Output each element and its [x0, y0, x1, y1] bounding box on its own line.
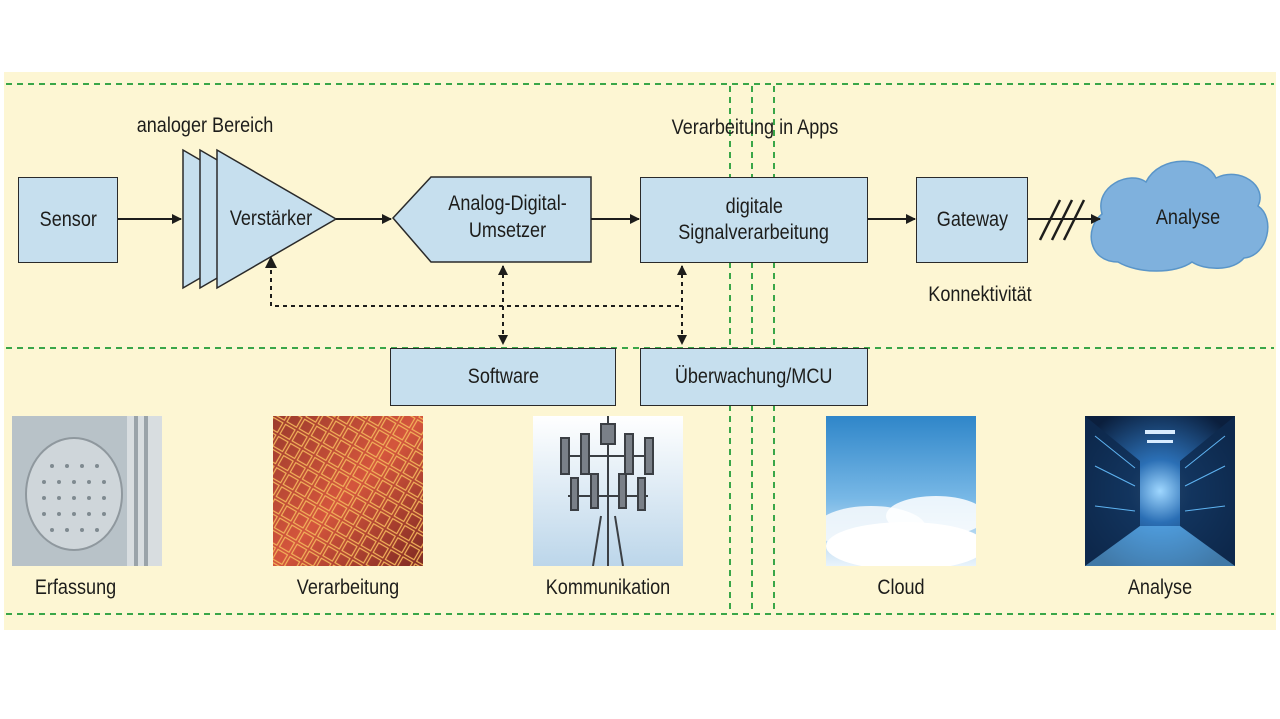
analysis-cloud-shape	[1090, 160, 1269, 272]
connectivity-label: Konnektivität	[928, 283, 1032, 306]
control-connections	[270, 262, 687, 345]
sensor-label: Sensor	[39, 208, 97, 231]
dashed-dividers	[6, 83, 1274, 615]
wireless-link-marks	[1038, 199, 1086, 241]
dsp-label-line1: digitale	[725, 195, 783, 218]
caption-verarbeitung: Verarbeitung	[296, 576, 400, 599]
server-room-icon	[1085, 416, 1235, 566]
dsp-label-line2: Signalverarbeitung	[678, 221, 830, 244]
gateway-block: Gateway	[916, 177, 1028, 263]
caption-erfassung: Erfassung	[34, 576, 117, 599]
cell-tower-photo	[533, 416, 683, 566]
sky-clouds-icon	[826, 416, 976, 566]
analog-area-label: analoger Bereich	[136, 114, 274, 137]
processing-in-apps-label: Verarbeitung in Apps	[671, 116, 839, 139]
caption-cloud: Cloud	[877, 576, 925, 599]
caption-kommunikation: Kommunikation	[545, 576, 671, 599]
caption-analyse: Analyse	[1127, 576, 1193, 599]
sensor-chip-photo	[12, 416, 162, 566]
monitoring-mcu-block: Überwachung/MCU	[640, 348, 868, 406]
adc-label: Analog-Digital- Umsetzer	[420, 190, 595, 244]
sensor-block: Sensor	[18, 177, 118, 263]
sky-clouds-photo	[826, 416, 976, 566]
cell-tower-icon	[533, 416, 683, 566]
dsp-block: digitale Signalverarbeitung	[640, 177, 868, 263]
analysis-cloud-label: Analyse	[1155, 206, 1221, 229]
monitoring-mcu-label: Überwachung/MCU	[675, 365, 833, 388]
software-block: Software	[390, 348, 616, 406]
amplifier-shape	[182, 148, 338, 290]
server-room-photo	[1085, 416, 1235, 566]
adc-label-line2: Umsetzer	[468, 219, 547, 242]
gateway-label: Gateway	[936, 208, 1008, 231]
adc-label-line1: Analog-Digital-	[448, 192, 567, 215]
sensor-chip-icon	[12, 416, 162, 566]
silicon-wafer-photo	[273, 416, 423, 566]
silicon-wafer-icon	[273, 416, 423, 566]
amplifier-label: Verstärker	[229, 207, 313, 230]
software-label: Software	[467, 365, 539, 388]
